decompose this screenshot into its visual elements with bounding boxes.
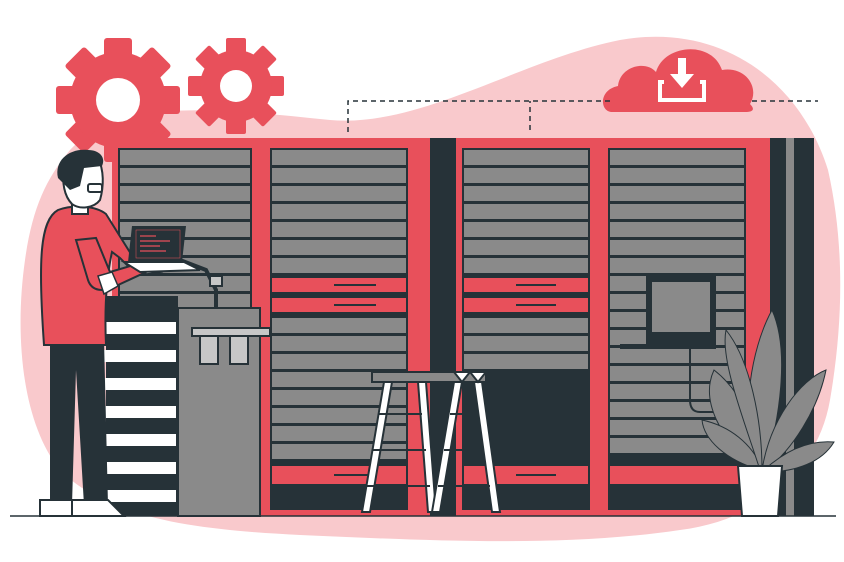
- technician-person: [39, 149, 163, 517]
- gear-icon: [56, 38, 180, 162]
- server-rack: [456, 138, 596, 516]
- monitor-icon: [620, 276, 716, 413]
- drawer-cabinet: [98, 258, 271, 517]
- server-rack: [258, 138, 430, 516]
- plant-icon: [701, 308, 835, 517]
- cloud-download-icon: [602, 49, 754, 112]
- gear-icon: [188, 38, 284, 134]
- network-lines: [347, 100, 818, 132]
- ladder-icon: [360, 371, 502, 513]
- laptop-icon: [120, 226, 201, 274]
